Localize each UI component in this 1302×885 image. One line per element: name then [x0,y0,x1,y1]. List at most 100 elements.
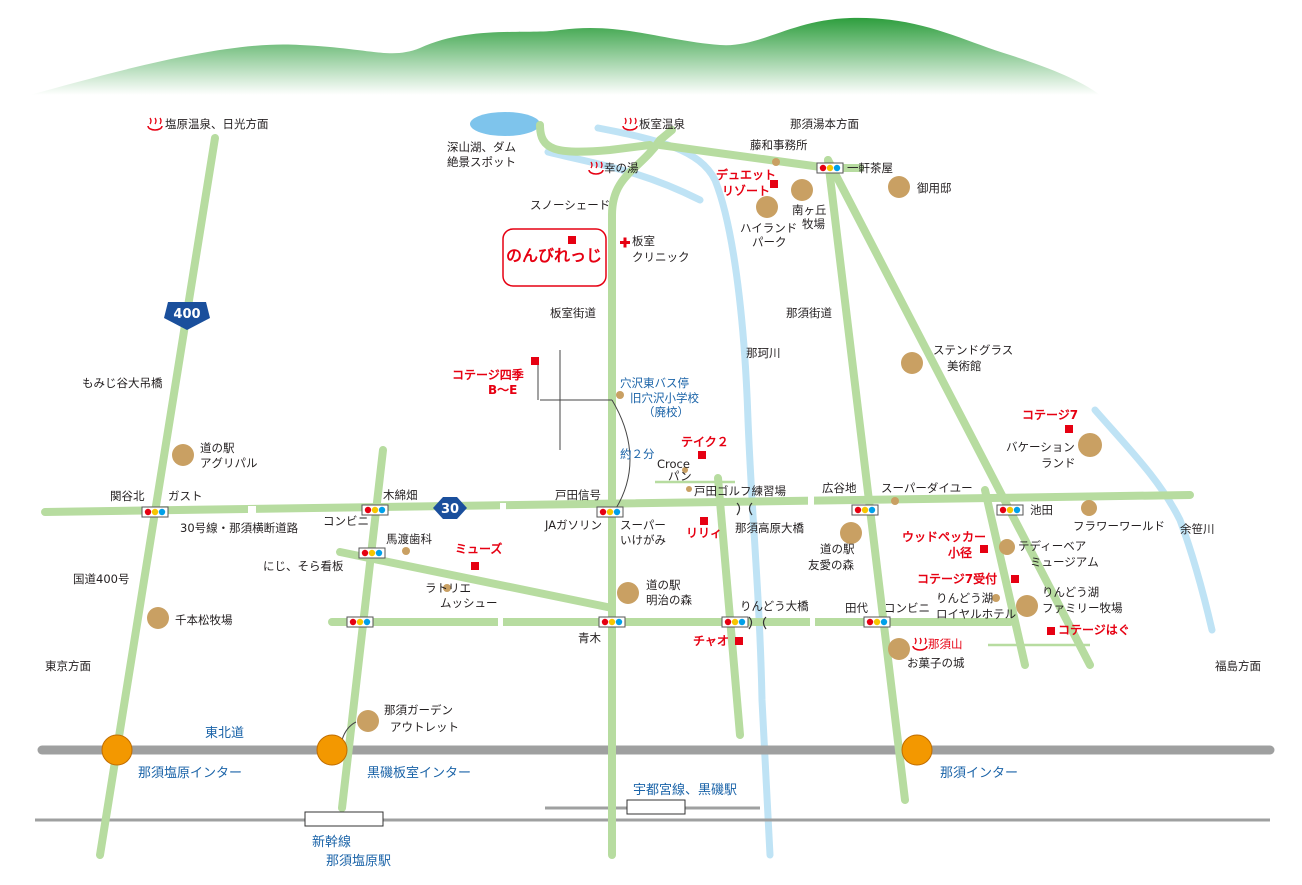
lodging-take2: テイク２ [681,435,729,449]
place-meiji-1: 道の駅 [646,578,681,592]
int-todashingo: 戸田信号 [555,488,601,502]
tohoku-expressway-label: 東北道 [205,725,244,741]
lake-label-2: 絶景スポット [447,155,516,169]
int-super-2: いけがみ [620,533,666,547]
route-30-name: 30号線・那須横断道路 [180,521,299,535]
lodging-markers [471,180,1073,645]
nasushiobara-station [304,811,384,827]
closed-school-label: （廃校） [643,405,689,419]
lodging-muse: ミューズ [455,541,502,556]
place-stained-1: ステンドグラス [933,343,1013,357]
ic-kuroiso-itamuro: 黒磯板室インター [367,765,471,781]
ic-nasu: 那須インター [940,766,1018,781]
lake-label-1: 深山湖、ダム [447,140,516,154]
place-stained-2: 美術館 [947,359,982,373]
int-ja: JAガソリン [544,518,602,532]
rivers [544,124,1216,859]
place-rindoko-hotel-2: ロイヤルホテル [936,607,1016,621]
hot-spring-nasusan: 那須山 [928,637,963,651]
landmarks [147,158,1102,732]
yosasa-river-label: 余笹川 [1180,522,1215,536]
int-super-daiyu: スーパーダイユー [881,481,973,495]
svg-text:30: 30 [441,502,459,517]
place-agri-2: アグリパル [200,456,258,470]
itamuro-kaido-label: 板室街道 [550,306,596,320]
int-conbini-2: コンビニ [884,601,930,615]
lodging-ciao: チャオ [693,634,729,648]
station-label-1: 新幹線 [312,834,351,850]
place-niji-sora: にじ、そら看板 [263,559,344,573]
old-school-label: 旧穴沢小学校 [630,391,699,405]
dest-nasu-yumoto: 那須湯本方面 [790,117,859,131]
lake [470,112,540,136]
ic-nasushiobara: 那須塩原インター [138,766,242,781]
svg-text:400: 400 [173,307,200,322]
place-outlet-1: 那須ガーデン [384,703,453,717]
interchanges [101,734,933,766]
place-rindoko-hotel-1: りんどう湖 [936,591,993,605]
place-highland-2: パーク [752,235,787,249]
lodging-duet-2: リゾート [722,183,770,198]
place-meiji-2: 明治の森 [646,593,692,607]
place-toda-golf: 戸田ゴルフ練習場 [694,484,786,498]
facility-name: のんびれっじ [506,246,602,265]
route-400-name: 国道400号 [73,572,129,586]
station-label-2: 那須塩原駅 [326,854,391,869]
int-sekiyakita: 関谷北 [110,489,145,503]
place-outlet-2: アウトレット [390,720,459,734]
facility-highlight-box [502,228,607,287]
place-agri-1: 道の駅 [200,441,235,455]
int-ikkenchaya: 一軒茶屋 [847,161,893,175]
int-super-1: スーパー [620,518,666,532]
place-bawatari: 馬渡歯科 [386,532,432,546]
clinic-label-2: クリニック [632,250,690,264]
place-okashi: お菓子の城 [907,656,965,670]
lodging-lily: リリィ [686,526,722,540]
place-snowshade: スノーシェード [530,198,610,212]
int-ikeda: 池田 [1030,503,1053,517]
place-teddy-2: ミュージアム [1030,555,1099,569]
place-fujiwa: 藤和事務所 [750,138,808,152]
dest-shiobara: 塩原温泉、日光方面 [165,117,269,131]
int-conbini-1: コンビニ [323,514,369,528]
hot-spring-sachinoyu: 幸の湯 [604,161,639,175]
dest-fukushima: 福島方面 [1215,659,1261,673]
bridge-ringo: りんどう大橋 [740,599,809,613]
bridge-nasu-kogen: 那須高原大橋 [735,521,804,535]
route-30-shield: 30 [433,497,467,519]
lodging-cottage7: コテージ7 [1022,408,1078,422]
place-minamigaoka-2: 牧場 [802,217,825,231]
hot-spring-itamuro: 板室温泉 [639,117,685,131]
place-minamigaoka-1: 南ヶ丘 [792,203,827,217]
int-hirotanichi: 広谷地 [822,481,857,495]
lodging-duet-1: デュエット [716,167,776,182]
int-tashiro: 田代 [845,601,868,615]
place-vacation-2: ランド [1041,456,1076,470]
lodging-cottage-shiki-2: B～E [488,383,517,397]
place-croce-2: パン [668,469,692,483]
lodging-woodpecker-2: 小径 [948,545,972,560]
place-vacation-1: バケーション [1006,440,1075,454]
place-latorie-2: ムッシュー [440,596,498,610]
place-yuai-2: 友愛の森 [808,558,854,572]
place-goyotei: 御用邸 [917,181,952,195]
int-aoki: 青木 [578,631,601,645]
traffic-signals [141,162,1024,628]
place-flower: フラワーワールド [1073,519,1165,533]
route-400-shield: 400 [164,302,210,330]
bridge-momijidani: もみじ谷大吊橋 [82,376,163,390]
lodging-cottage-shiki-1: コテージ四季 [452,367,525,382]
place-latorie-1: ラトリエ [425,581,471,595]
kuroiso-station [626,799,686,815]
hot-spring-icon [912,637,928,651]
clinic-icon [620,237,630,248]
lodging-cottage7-reception: コテージ7受付 [917,571,997,586]
dest-tokyo: 東京方面 [45,659,91,673]
walk-time-label: 約２分 [620,447,655,461]
hot-spring-icon [622,117,638,131]
lodging-woodpecker-1: ウッドペッカー [902,530,986,544]
bus-stop-label: 穴沢東バス停 [620,376,689,390]
int-kiwatahata: 木綿畑 [383,488,418,502]
nasu-kaido [824,156,909,804]
